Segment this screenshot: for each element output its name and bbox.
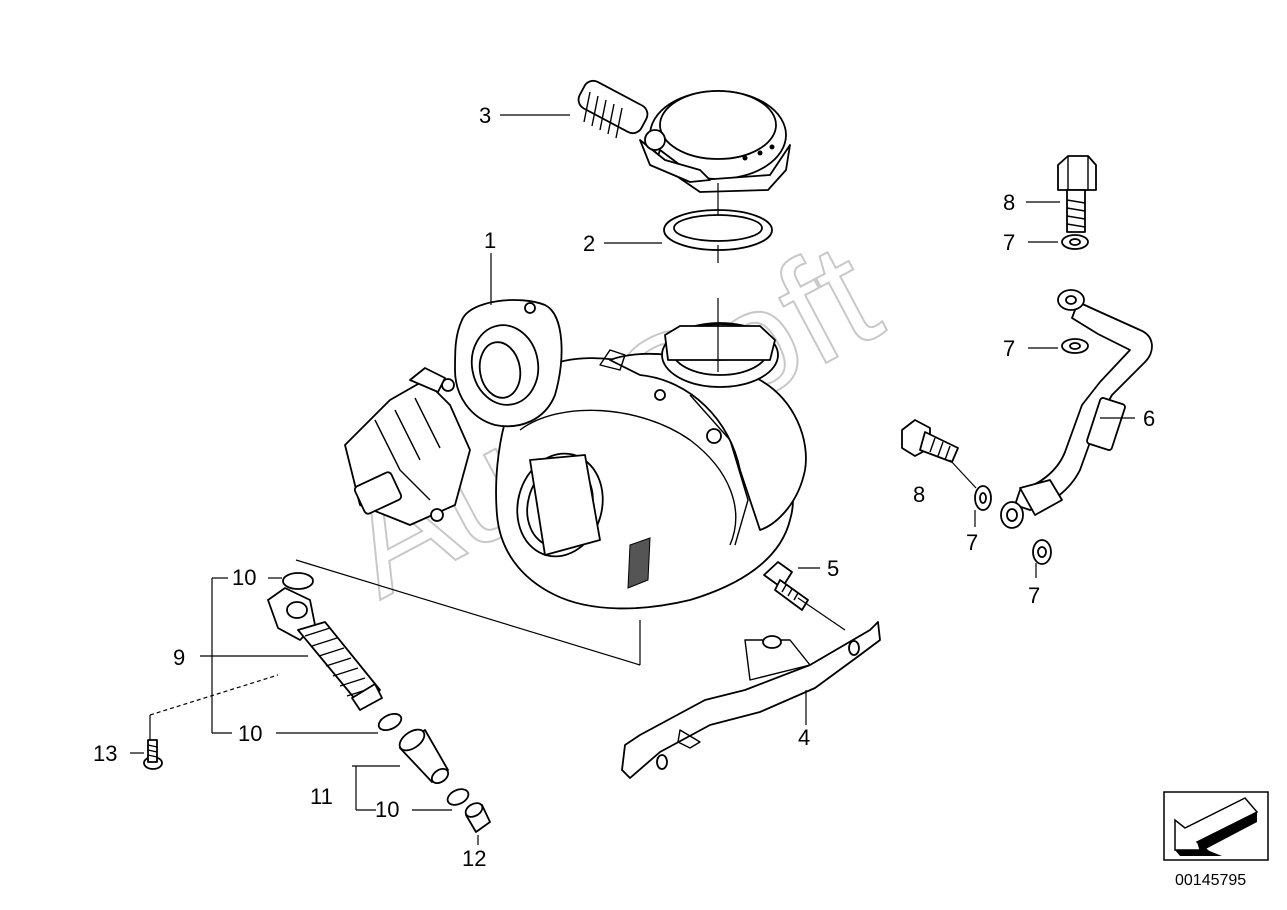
callout-7-d: 7 (1028, 583, 1040, 608)
callout-10-b: 10 (238, 721, 262, 746)
gasket-ring-part (663, 209, 773, 251)
navigation-box[interactable] (1163, 791, 1269, 861)
connector-part-11 (398, 728, 450, 785)
callout-8-top: 8 (1003, 190, 1015, 215)
callout-11: 11 (310, 784, 333, 809)
callout-10-a: 10 (232, 565, 256, 590)
callout-8-mid: 8 (913, 482, 925, 507)
callout-7-a: 7 (1003, 230, 1015, 255)
oil-pipe-part (1000, 289, 1153, 529)
bracket-part (621, 621, 881, 779)
document-number: 00145795 (1175, 872, 1246, 889)
callout-9: 9 (173, 645, 185, 670)
callout-7-c: 7 (966, 530, 978, 555)
o-rings-part-10 (282, 572, 470, 806)
callout-7-b: 7 (1003, 336, 1015, 361)
callout-12: 12 (462, 846, 486, 871)
callout-6: 6 (1143, 406, 1155, 431)
callout-3: 3 (479, 103, 491, 128)
cap-part-12 (464, 802, 491, 833)
callout-4: 4 (798, 725, 810, 750)
bolt-part-5 (763, 561, 809, 611)
leader-lines (130, 114, 1135, 845)
sensor-hose-part (267, 587, 383, 711)
screw-part-13 (143, 739, 163, 770)
arrow-icon (1174, 797, 1259, 856)
washers-part-7 (974, 234, 1089, 565)
clamp-part (577, 79, 791, 193)
callout-13: 13 (93, 741, 117, 766)
callout-2: 2 (583, 231, 595, 256)
callout-5: 5 (827, 556, 839, 581)
banjo-bolt-part-8 (901, 155, 1097, 463)
callout-10-c: 10 (375, 797, 399, 822)
callout-labels: 3 2 1 8 7 7 6 8 7 7 5 4 10 9 10 13 11 10… (93, 103, 1155, 871)
turbocharger-part (344, 299, 807, 610)
callout-1: 1 (484, 228, 496, 253)
